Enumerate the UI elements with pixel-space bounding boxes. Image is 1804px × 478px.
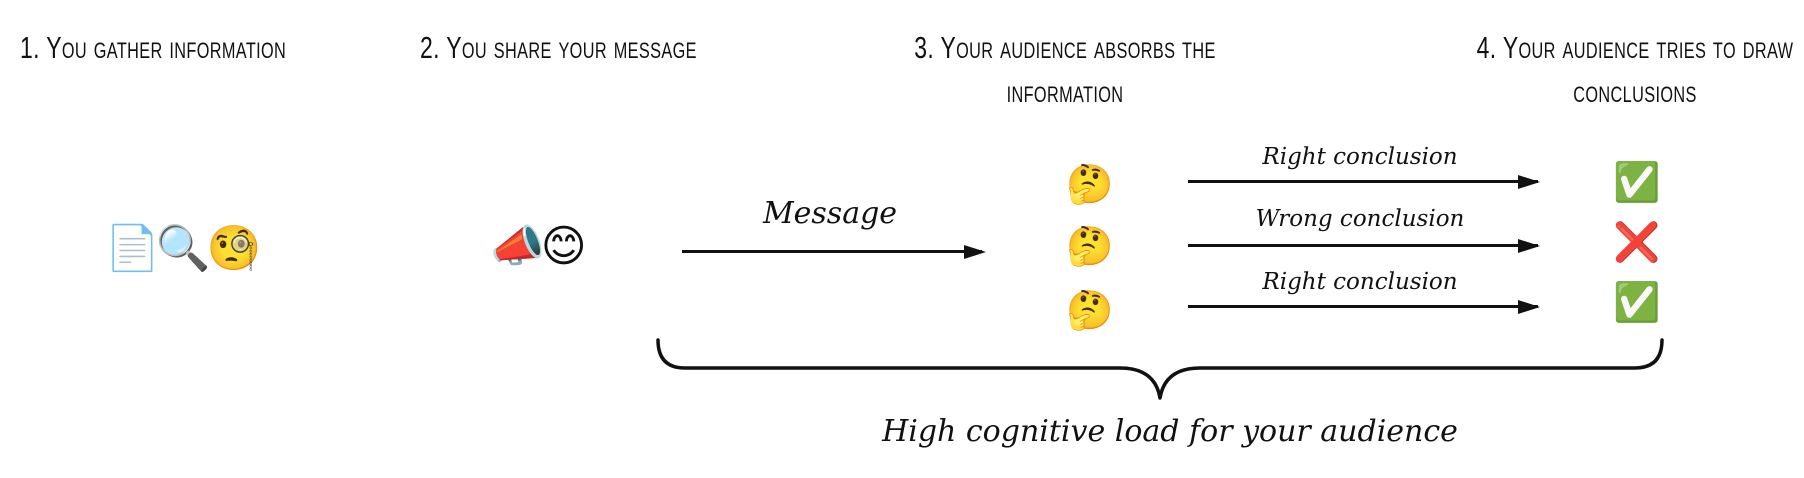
conclusion-arrow-line-1 [1188,180,1538,183]
conclusion-arrow-head-2 [1518,238,1540,253]
check-mark-icon: ✅ [1613,160,1661,204]
step-4-heading-line-1: 4. Your audience tries to draw [1476,30,1794,65]
thinking-face-icon: 🤔 [1066,162,1114,206]
message-arrow-head [964,244,986,259]
check-mark-icon: ✅ [1613,280,1661,324]
conclusion-label-3: Right conclusion [1262,269,1458,295]
thinking-face-icon: 🤔 [1066,224,1114,268]
step-4-heading: 4. Your audience tries to draw conclusio… [1461,26,1804,114]
step-4-heading-line-2: conclusions [1573,74,1697,109]
curly-brace [656,338,1664,400]
step-1-heading: 1. You gather information [20,30,287,65]
cognitive-load-label: High cognitive load for your audience [882,414,1458,449]
conclusion-label-2: Wrong conclusion [1255,206,1465,232]
step-2-heading: 2. You share your message [420,30,697,65]
gather-icons: 📄🔍🧐 [105,223,261,274]
conclusion-arrow-line-3 [1188,305,1538,308]
conclusion-arrow-line-2 [1188,244,1538,247]
conclusion-label-1: Right conclusion [1262,144,1458,170]
cross-mark-icon: ❌ [1613,220,1661,264]
thinking-face-icon: 🤔 [1066,288,1114,332]
message-arrow-line [682,250,982,253]
conclusion-arrow-head-1 [1518,174,1540,189]
step-3-heading-line-1: 3. Your audience absorbs the [914,30,1216,65]
message-label: Message [762,196,898,231]
step-3-heading-line-2: information [1006,74,1124,109]
step-3-heading: 3. Your audience absorbs the information [891,26,1239,114]
share-icons: 📣😊 [490,221,587,272]
conclusion-arrow-head-3 [1518,299,1540,314]
